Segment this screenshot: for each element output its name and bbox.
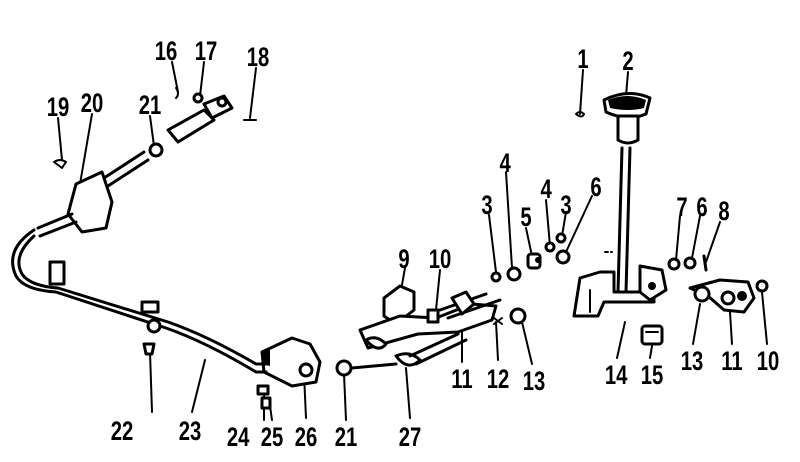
callout-17: 17 [195, 36, 218, 67]
bracket-assembly-right [688, 278, 756, 314]
callout-6b: 6 [696, 192, 707, 223]
callout-1: 1 [577, 44, 588, 75]
pin-part-16 [175, 87, 179, 99]
nut-part-3b [555, 232, 567, 244]
shift-lever-part-14 [572, 146, 668, 318]
washer-part-17 [192, 92, 204, 104]
callout-20: 20 [81, 88, 104, 119]
callout-19: 19 [47, 92, 70, 123]
callout-labels: 1 2 3 4 4 3 5 6 7 6 8 9 10 11 12 13 14 1… [47, 36, 780, 453]
callout-18: 18 [247, 42, 270, 73]
bushing-part-15 [640, 324, 664, 346]
washer-part-4a [506, 266, 522, 282]
callout-24: 24 [227, 422, 250, 453]
clip-part-24 [256, 384, 270, 396]
shift-knob-part-2 [602, 92, 652, 145]
callout-10b: 10 [757, 346, 780, 377]
bracket-part-26 [260, 336, 322, 388]
callout-4b: 4 [540, 174, 552, 205]
callout-12: 12 [487, 364, 510, 395]
callout-7: 7 [676, 192, 687, 223]
washer-part-6b [683, 256, 697, 270]
nut-part-3a [490, 271, 502, 283]
bolt-part-25 [260, 396, 272, 410]
callout-10a: 10 [429, 244, 452, 275]
callout-8: 8 [718, 196, 729, 227]
callout-25: 25 [261, 422, 284, 453]
pin-part-8 [702, 254, 708, 272]
ring-part-21a [148, 142, 164, 158]
clip-part-19 [53, 159, 67, 169]
callout-15: 15 [641, 360, 664, 391]
callout-13b: 13 [681, 346, 704, 377]
callout-23: 23 [179, 416, 202, 447]
callout-13a: 13 [523, 366, 546, 397]
nut-part-10b [755, 279, 769, 293]
washer-part-4b [544, 241, 556, 253]
callout-9: 9 [398, 244, 409, 275]
callout-3b: 3 [560, 190, 571, 221]
callout-26: 26 [295, 422, 318, 453]
part-clip-1 [575, 111, 585, 118]
callout-27: 27 [399, 422, 422, 453]
callout-22: 22 [111, 416, 134, 447]
washer-part-7 [667, 257, 681, 271]
callout-4a: 4 [499, 148, 511, 179]
ring-part-21b [335, 359, 353, 377]
callout-6a: 6 [590, 172, 601, 203]
spacer-part-5 [526, 252, 542, 270]
callout-21a: 21 [139, 90, 162, 121]
cable-end-part [166, 94, 234, 144]
callout-11b: 11 [721, 346, 742, 377]
link-rod-part-27 [350, 332, 468, 370]
callout-3a: 3 [481, 190, 492, 221]
callout-14: 14 [605, 360, 628, 391]
callout-5: 5 [520, 202, 531, 233]
callout-21b: 21 [335, 422, 358, 453]
shift-cable-part-23 [11, 228, 270, 374]
cable-bracket-part-20 [36, 150, 150, 238]
washer-part-6a [555, 249, 571, 265]
linkage-assembly-center [358, 284, 527, 350]
callout-11a: 11 [451, 364, 472, 395]
callout-2: 2 [622, 46, 633, 77]
callout-16: 16 [155, 36, 178, 67]
clip-part-22 [142, 342, 156, 356]
